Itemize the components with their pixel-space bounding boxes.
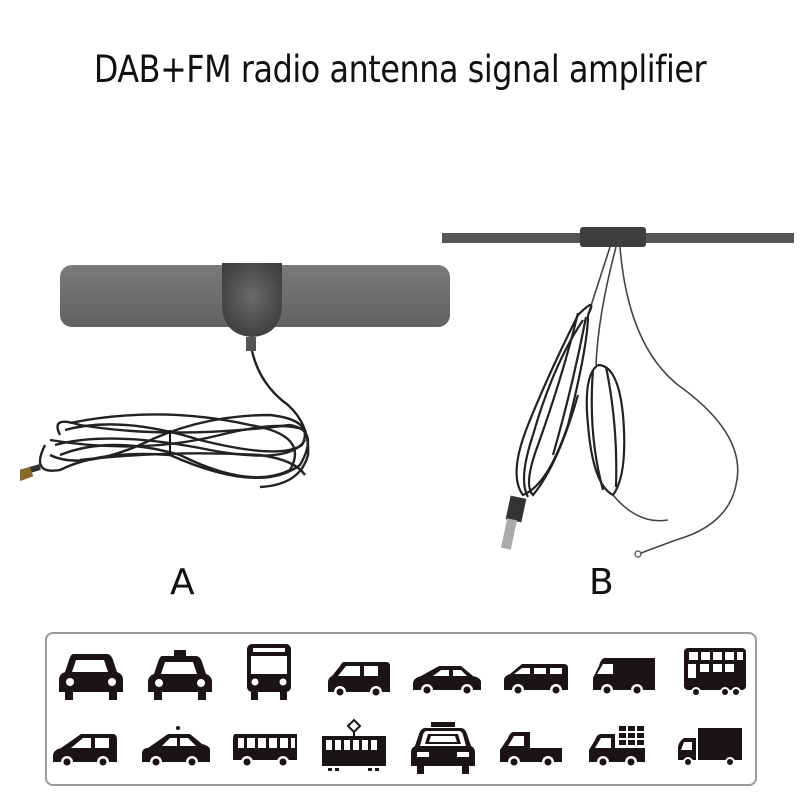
product-b-label: B: [589, 562, 614, 603]
tram-side-icon: [318, 718, 390, 772]
police-car-side-icon: [140, 722, 212, 776]
minivan-side-icon: [322, 648, 394, 702]
box-truck-side-icon: [674, 722, 746, 776]
product-a-image: [20, 255, 460, 515]
police-car-front-icon: [407, 720, 479, 774]
double-decker-bus-side-icon: [678, 646, 750, 700]
cargo-truck-side-icon: [585, 722, 657, 776]
taxi-front-icon: [144, 648, 216, 702]
product-b-image: [438, 225, 800, 565]
delivery-van-side-icon: [589, 648, 661, 702]
product-a-label: A: [170, 562, 195, 603]
car-front-icon: [55, 648, 127, 702]
pickup-truck-side-icon: [496, 722, 568, 776]
sedan-side-icon: [411, 648, 483, 702]
hatchback-side-icon: [51, 722, 123, 776]
page-title: DAB+FM radio antenna signal amplifier: [93, 48, 707, 91]
bus-front-icon: [233, 642, 305, 700]
van-side-icon: [500, 648, 572, 702]
bus-side-icon: [229, 722, 301, 776]
compatible-vehicles-panel: [45, 632, 757, 786]
